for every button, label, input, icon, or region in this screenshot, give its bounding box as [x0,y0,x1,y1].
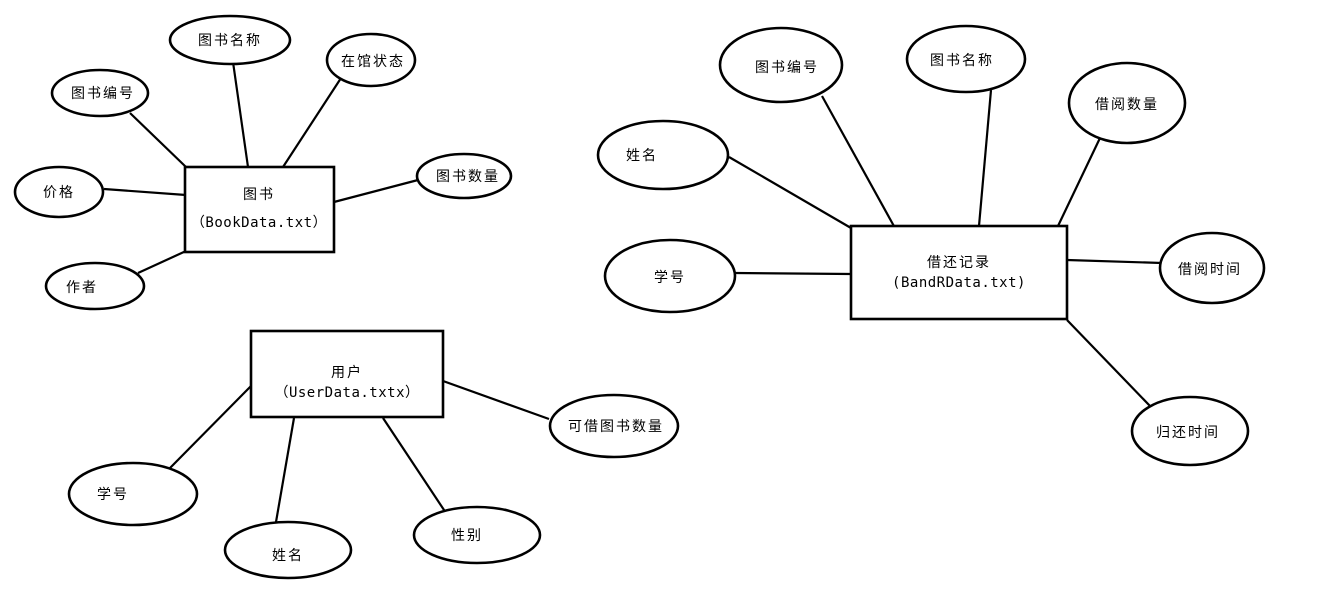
edge-user-borrowable [442,379,550,421]
attr-user-student-id-ellipse [67,461,199,527]
entity-record-box [849,224,1069,321]
attr-user-gender: 性别 [412,505,542,565]
edge-rec-student-id [734,271,852,276]
attr-rec-return-time-ellipse [1130,395,1250,467]
attr-rec-name-label: 姓名 [626,148,658,164]
attr-rec-borrow-time-label: 借阅时间 [1178,262,1242,278]
attr-rec-borrow-count-label: 借阅数量 [1095,97,1159,113]
attr-rec-name-ellipse [596,119,730,191]
edge-book-id [129,112,187,168]
attr-book-status: 在馆状态 [325,32,417,88]
entity-record-file: (BandRData.txt) [892,275,1026,291]
attr-book-author-label: 作者 [66,280,98,296]
attr-user-name-ellipse [223,520,353,580]
attr-rec-student-id-ellipse [603,238,737,314]
book-connectors [103,61,419,274]
edge-rec-book-id [821,95,896,229]
entity-user-name: 用户 [331,364,363,381]
attr-book-name-label: 图书名称 [198,33,262,49]
edge-user-student-id [169,385,252,469]
attr-user-gender-label: 性别 [451,528,483,544]
edge-book-author [137,250,187,274]
record-connectors [728,89,1163,407]
entity-user-box [249,329,445,419]
attr-rec-borrow-time: 借阅时间 [1158,231,1266,305]
attr-book-status-label: 在馆状态 [341,54,405,70]
entity-record-name: 借还记录 [927,255,991,271]
attr-rec-return-time-label: 归还时间 [1156,424,1220,441]
attr-rec-book-name-ellipse [905,24,1027,94]
attr-book-count-ellipse [415,152,513,200]
entity-book-box [183,165,336,254]
attr-rec-name: 姓名 [596,119,730,191]
entity-record: 借还记录 (BandRData.txt) [849,224,1069,321]
attr-book-price-label: 价格 [43,185,75,201]
attr-user-borrowable: 可借图书数量 [548,393,680,459]
attr-rec-borrow-count-ellipse [1067,61,1187,145]
attr-book-author: 作者 [44,261,146,311]
edge-book-price [103,187,187,197]
user-connectors [169,379,550,523]
edge-user-name [274,417,296,523]
attr-book-status-ellipse [325,32,417,88]
edge-book-name [231,61,250,168]
attr-rec-student-id-label: 学号 [654,270,686,286]
attr-rec-student-id: 学号 [603,238,737,314]
attr-book-author-ellipse [44,261,146,311]
attr-book-name-ellipse [168,14,292,66]
attr-book-id-label: 图书编号 [71,86,135,102]
attr-rec-book-id-label: 图书编号 [755,60,819,76]
edge-rec-name [728,156,852,229]
entity-book-name: 图书 [243,187,275,203]
edge-rec-borrow-time [1066,258,1163,265]
attr-rec-return-time: 归还时间 [1130,395,1250,467]
attr-rec-book-name-label: 图书名称 [930,53,994,69]
entity-book: 图书 （BookData.txt） [183,165,336,254]
attr-user-borrowable-ellipse [548,393,680,459]
entity-user: 用户 （UserData.txtx） [249,329,445,419]
attr-book-id-ellipse [50,68,150,118]
attr-rec-borrow-time-ellipse [1158,231,1266,305]
attr-rec-book-id: 图书编号 [718,26,844,104]
attr-book-id: 图书编号 [50,68,150,118]
edge-rec-return-time [1066,319,1151,407]
attr-book-price-ellipse [13,165,105,219]
attr-user-borrowable-label: 可借图书数量 [568,419,664,435]
edge-book-count [333,178,419,204]
attr-rec-book-id-ellipse [718,26,844,104]
attr-book-count: 图书数量 [415,152,513,200]
attr-user-student-id: 学号 [67,461,199,527]
edge-rec-book-name [977,89,993,227]
entity-user-file: （UserData.txtx） [274,385,419,401]
attr-user-student-id-label: 学号 [97,487,129,503]
edge-user-gender [382,417,449,517]
attr-user-gender-ellipse [412,505,542,565]
edge-book-status [282,74,344,168]
attr-rec-borrow-count: 借阅数量 [1067,61,1187,145]
attr-user-name: 姓名 [223,520,353,580]
attr-user-name-label: 姓名 [272,548,304,564]
attr-book-name: 图书名称 [168,14,292,66]
attr-rec-book-name: 图书名称 [905,24,1027,94]
entity-book-file: （BookData.txt） [191,215,327,231]
attr-book-price: 价格 [13,165,105,219]
edge-rec-borrow-count [1057,137,1101,227]
attr-book-count-label: 图书数量 [436,169,500,185]
